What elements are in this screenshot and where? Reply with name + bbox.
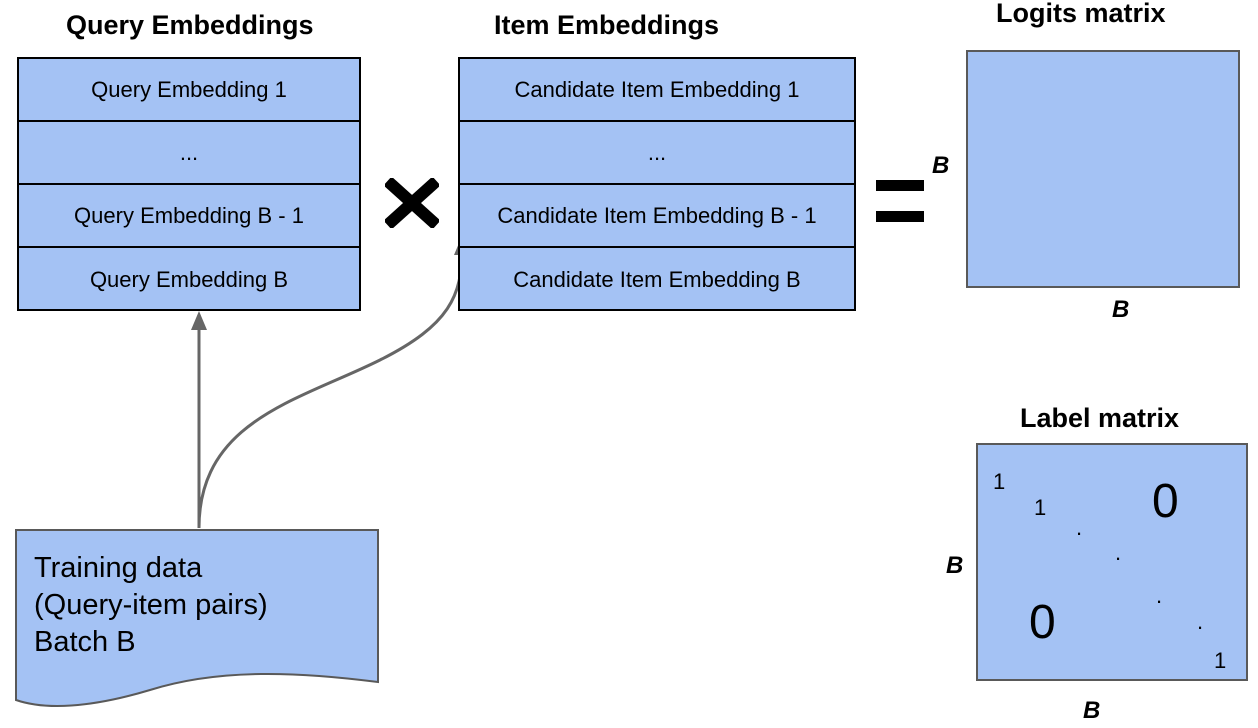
query-embeddings-title: Query Embeddings [66,10,314,40]
logits-row-dimension: B [932,152,950,179]
item-embedding-row: Candidate Item Embedding B - 1 [460,185,854,248]
query-embedding-row: Query Embedding 1 [19,59,359,122]
training-data-document-shape [15,529,379,707]
query-embedding-row: Query Embedding B - 1 [19,185,359,248]
label-diagonal-dot: . [1156,583,1163,608]
multiply-icon [385,178,439,228]
label-upper-zero: 0 [1152,475,1179,528]
training-data-line: Batch B [34,626,136,658]
label-lower-zero: 0 [1029,596,1056,649]
logits-matrix [966,50,1240,288]
label-diagonal-dot: . [1115,540,1122,565]
label-row-dimension: B [946,552,964,579]
arrow-head-query [191,311,207,330]
logits-col-dimension: B [1112,296,1130,323]
label-matrix-title: Label matrix [1020,403,1180,433]
query-embeddings-stack: Query Embedding 1 ... Query Embedding B … [17,57,361,311]
item-embeddings-stack: Candidate Item Embedding 1 ... Candidate… [458,57,856,311]
item-embedding-row: ... [460,122,854,185]
item-embedding-row: Candidate Item Embedding 1 [460,59,854,122]
training-data-line: Training data [34,552,203,584]
training-data-label: Training data (Query-item pairs) Batch B [34,550,268,661]
item-embeddings-title: Item Embeddings [494,10,720,40]
item-embedding-row: Candidate Item Embedding B [513,266,801,292]
training-data-line: (Query-item pairs) [34,589,268,621]
label-matrix: 1 1 . . . . 1 0 0 [976,443,1248,681]
label-diagonal-one: 1 [993,469,1006,494]
label-diagonal-one: 1 [1034,495,1047,520]
equals-icon [876,180,924,222]
label-diagonal-one: 1 [1214,648,1227,673]
query-embedding-row: ... [19,122,359,185]
label-col-dimension: B [1083,697,1101,724]
arrow-to-item-embeddings [197,249,464,529]
label-diagonal-dot: . [1197,609,1204,634]
label-diagonal-dot: . [1076,515,1083,540]
logits-matrix-title: Logits matrix [996,0,1166,28]
query-embedding-row: Query Embedding B [89,266,289,292]
